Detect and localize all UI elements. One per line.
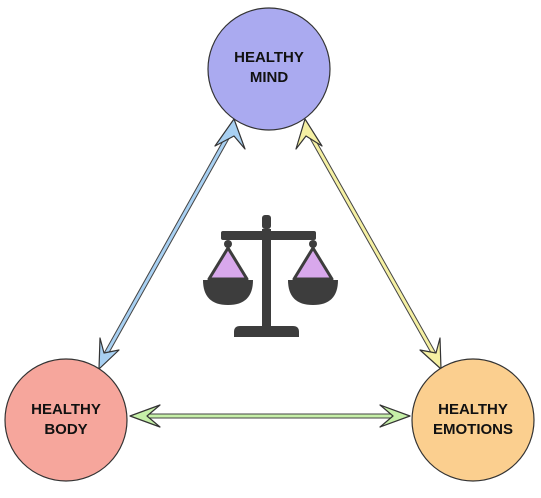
connector-mind-emotions <box>295 118 442 370</box>
connector-body-emotions <box>129 404 411 428</box>
connector-mind-body <box>98 118 246 370</box>
node-healthy-emotions-line1: HEALTHY <box>438 401 508 418</box>
node-healthy-body-line2: BODY <box>44 421 87 438</box>
node-healthy-mind-line2: MIND <box>250 69 288 86</box>
node-healthy-mind: HEALTHY MIND <box>207 7 331 131</box>
node-healthy-body-line1: HEALTHY <box>31 401 101 418</box>
node-healthy-mind-line1: HEALTHY <box>234 49 304 66</box>
balance-scale-icon <box>203 215 338 337</box>
node-healthy-emotions: HEALTHY EMOTIONS <box>411 358 535 482</box>
node-healthy-body: HEALTHY BODY <box>4 358 128 482</box>
node-healthy-emotions-line2: EMOTIONS <box>433 421 513 438</box>
